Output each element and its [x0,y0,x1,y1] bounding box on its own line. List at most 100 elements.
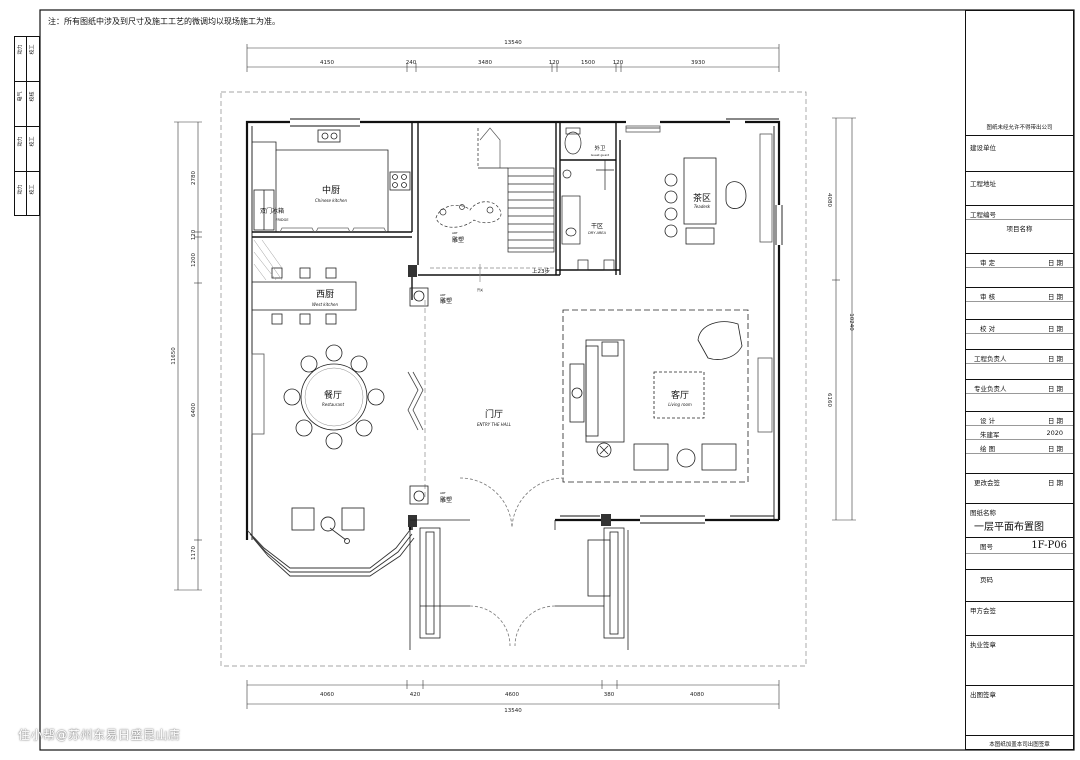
dim-left-5: 1170 [191,546,197,560]
tb-page-label: 页码 [980,576,993,584]
title-block: 图纸未经允许不得带出公司 建设单位 工程地址 工程编号 项目名称 审 定日 期 … [965,10,1074,750]
dim-top-1: 4150 [320,60,334,66]
dim-left-4: 6400 [191,403,197,417]
dimension-texts: 13540 4150 240 3480 120 1500 120 3930 40… [171,40,854,714]
tb-change: 更改会签 [974,479,1000,487]
strip-label: 动力 [17,184,24,195]
room-label-dry: 干区 [591,223,603,230]
tb-drawing-name-label: 图纸名称 [970,509,996,517]
tb-approve: 审 定 [980,259,996,267]
dim-bottom-1: 4060 [320,692,334,698]
dimension-lines [174,44,856,709]
tb-issue-seal: 出图签章 [970,691,996,699]
room-label-living: 客厅 [671,389,689,401]
dim-bottom-5: 4080 [690,692,704,698]
tb-date-label: 日 期 [1047,479,1063,487]
strip-label: 校工 [29,44,36,55]
coffee-table [653,371,705,419]
tb-date-label: 日 期 [1047,417,1063,425]
columns [408,265,611,527]
armchair-right [341,507,365,531]
tea-cabinet [685,227,715,245]
room-label-outer-bath: 外卫 [594,144,606,152]
left-strip: 动力 校工 电气 校核 动力 校工 动力 校工 [14,36,40,216]
sculpture-3-tag: ART [440,491,446,495]
room-en-dry: DRY AREA [588,231,606,235]
sculpture-labels: ART 雕塑 ART 雕塑 ART 雕塑 [440,231,464,504]
cooktop-icon [389,171,411,191]
sculpture-garden [435,201,502,228]
tea-area [625,125,773,245]
dim-top-2: 240 [406,60,417,66]
small-mark: 开关 [477,287,483,292]
guest-bath [561,127,615,271]
tb-client: 建设单位 [970,144,996,152]
exterior-walls [245,120,781,540]
tb-party-a: 甲方会签 [970,607,996,615]
tb-notice: 图纸未经允许不得带出公司 [986,125,1053,131]
dim-left-total: 11650 [171,347,177,365]
tb-address: 工程地址 [970,180,996,188]
strip-label: 电气 [17,91,24,102]
tb-date-label: 日 期 [1047,385,1063,393]
restaurant-furniture [251,344,424,450]
tb-date-label: 日 期 [1047,259,1063,267]
fridge-label-en: FRIDGE [275,218,288,222]
room-label-restaurant: 餐厅 [324,389,342,401]
strip-label: 动力 [17,136,24,147]
sculpture-2-label: 雕塑 [440,297,452,305]
dim-bottom-4: 380 [604,692,615,698]
sculpture-3-label: 雕塑 [440,496,452,504]
dim-top-total: 13540 [504,40,522,46]
strip-label: 动力 [17,44,24,55]
tb-review: 审 核 [980,293,996,301]
tb-seal: 执业签章 [970,641,996,649]
lounge-chair [697,321,743,360]
sculpture-1-label: 雕塑 [452,236,464,244]
sculpture-icon [413,490,425,502]
tb-check: 校 对 [980,325,996,333]
dim-left-1: 2780 [191,171,197,185]
sheet-border [39,9,1075,751]
chinese-kitchen [252,129,411,233]
tb-date-label: 日 期 [1047,293,1063,301]
room-en-west-kitchen: West kitchen [312,302,339,307]
round-dining-table [300,363,368,431]
dim-top-4: 120 [549,60,560,66]
room-en-restaurant: Restaurant [322,402,345,407]
tb-date-label: 日 期 [1047,325,1063,333]
tb-design: 设 计 [980,417,996,425]
sculpture-icon [413,290,425,302]
entry-hall [409,287,629,650]
tb-year: 2020 [1046,429,1063,437]
kitchen-sink-icon [317,129,341,143]
room-label-chinese-kitchen: 中厨 [322,184,340,196]
tea-table [683,157,717,225]
armchair-left [291,507,315,531]
room-en-tea: Teadesk [694,204,711,209]
sheet-note: 注：所有图纸中涉及到尺寸及施工工艺的微调均以现场施工为准。 [48,17,280,26]
dim-bottom-total: 13540 [504,708,522,714]
strip-label: 校工 [29,184,36,195]
room-label-tea: 茶区 [693,192,711,204]
interior-walls [252,122,621,530]
staircase [430,127,555,282]
dim-left-3: 1200 [191,253,197,267]
tb-footer: 本图纸加盖本司出图签章 [989,742,1050,748]
room-labels: 中厨 Chinese kitchen 西厨 West kitchen 餐厅 Re… [260,144,711,427]
dim-left-2: 120 [191,229,197,240]
room-en-chinese-kitchen: Chinese kitchen [315,198,347,203]
side-table [320,516,336,532]
sculpture-1-tag: ART [452,231,458,235]
tb-draw: 绘 图 [980,445,996,453]
tb-project-no: 工程编号 [970,211,996,219]
stairs-label: 上23步 [532,267,550,275]
island-counter [251,281,357,311]
room-en-hall: ENTRY THE HALL [477,422,511,427]
tv-cabinet [569,363,585,423]
dim-bottom-3: 4600 [505,692,519,698]
living-rug [562,309,749,483]
strip-label: 校工 [29,136,36,147]
tb-engineer: 工程负责人 [974,355,1007,363]
